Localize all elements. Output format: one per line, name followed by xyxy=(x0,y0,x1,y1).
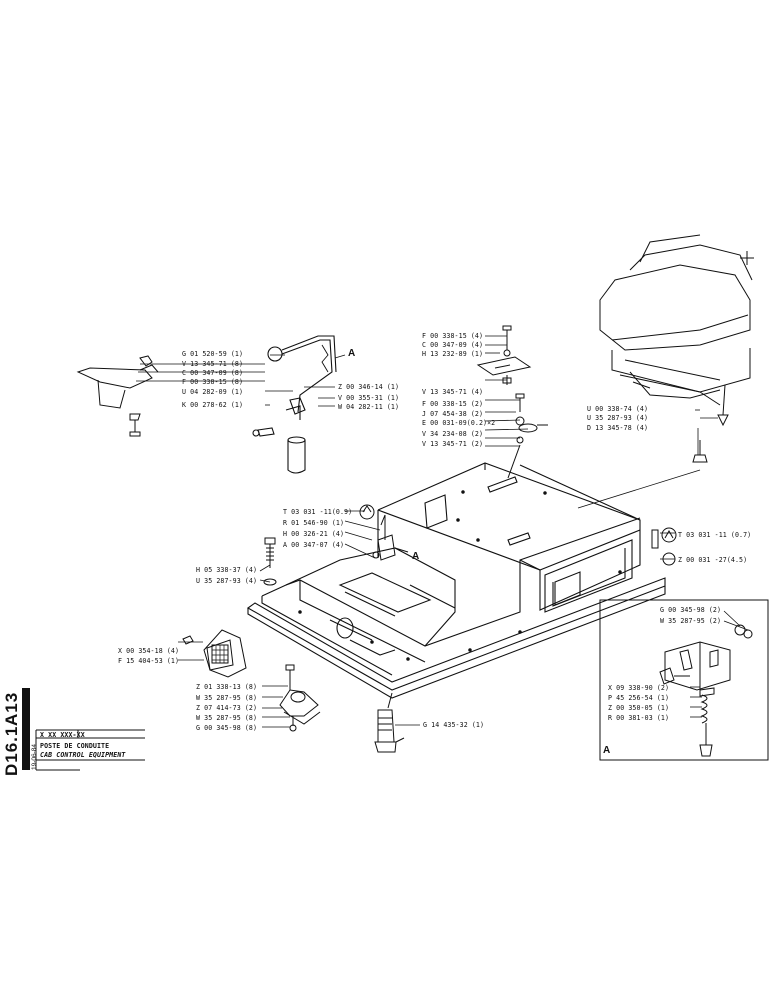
part-label: E 00 031-09(0.2)×2 xyxy=(422,419,496,427)
part-label: G 00 345-98 (8) xyxy=(196,724,258,732)
heater-unit xyxy=(178,629,247,678)
part-label: W 35 287-95 (2) xyxy=(660,617,722,625)
seat-leader xyxy=(577,469,701,509)
part-label: X 09 338-90 (2) xyxy=(608,684,670,692)
part-label: C 00 347-09 (8) xyxy=(182,369,244,377)
part-label: R 01 546-90 (1) xyxy=(283,519,345,527)
part-label: Z 07 414-73 (2) xyxy=(196,704,258,712)
part-label: W 04 282-11 (1) xyxy=(338,403,400,411)
hand-lever xyxy=(252,335,337,474)
part-label: Z 00 350-05 (1) xyxy=(608,704,670,712)
part-label: H 05 338-37 (4) xyxy=(196,566,258,574)
part-label: G 01 520-59 (1) xyxy=(182,350,244,358)
part-label: V 13 345-71 (4) xyxy=(422,388,484,396)
callout-a-lever: A xyxy=(348,348,356,359)
part-label: H 13 232-89 (1) xyxy=(422,350,484,358)
sheet-code-top: A13 xyxy=(2,691,21,726)
title-block-frame xyxy=(22,688,145,771)
sheet-code-bottom: D16.1 xyxy=(2,725,21,776)
part-label: F 00 338-15 (4) xyxy=(422,332,484,340)
part-label-plug: G 14 435-32 (1) xyxy=(423,721,485,729)
operator-seat xyxy=(599,234,753,427)
part-label: Z 00 346-14 (1) xyxy=(338,383,400,391)
floor-bracket xyxy=(359,504,409,561)
title-date: 19-06-84 xyxy=(31,743,38,770)
part-label: F 00 338-15 (2) xyxy=(422,400,484,408)
grommets xyxy=(651,527,677,566)
part-label: F 00 338-15 (8) xyxy=(182,378,244,386)
part-label: V 13 345-71 (8) xyxy=(182,360,244,368)
title-en: CAB CONTROL EQUIPMENT xyxy=(40,751,126,759)
rubber-mount xyxy=(262,664,321,732)
part-label: R 00 381-03 (1) xyxy=(608,714,670,722)
callout-a-bracket: A xyxy=(412,551,420,562)
cab-floor-platform xyxy=(246,462,666,699)
part-label: T 03 031 -11 (0.7) xyxy=(678,531,752,539)
electrical-plug xyxy=(374,692,420,753)
part-label: P 45 256-54 (1) xyxy=(608,694,670,702)
part-label: K 00 278-62 (1) xyxy=(182,401,244,409)
part-label: U 04 282-09 (1) xyxy=(182,388,244,396)
title-ref: X XX XXX-XX xyxy=(40,731,85,739)
detail-a-label: A xyxy=(603,745,611,756)
detail-a-box xyxy=(599,599,769,761)
part-label: W 35 287-95 (8) xyxy=(196,714,258,722)
part-label: A 00 347-07 (4) xyxy=(283,541,345,549)
part-label: V 34 234-08 (2) xyxy=(422,430,484,438)
part-label: U 35 287-93 (4) xyxy=(196,577,258,585)
part-label: V 00 355-31 (1) xyxy=(338,394,400,402)
small-bracket xyxy=(76,355,159,437)
title-fr: POSTE DE CONDUITE xyxy=(40,742,110,750)
part-label: T 03 031 -11(0.9) xyxy=(283,508,353,516)
part-label: U 00 338-74 (4) xyxy=(587,405,649,413)
part-label: U 35 287-93 (4) xyxy=(587,414,649,422)
part-label: J 07 454-38 (2) xyxy=(422,410,484,418)
bolt-washer xyxy=(263,537,277,586)
part-label: H 00 326-21 (4) xyxy=(283,530,345,538)
registration-mark xyxy=(740,251,754,265)
part-label: W 35 287-95 (8) xyxy=(196,694,258,702)
part-label: G 00 345-98 (2) xyxy=(660,606,722,614)
part-label: C 00 347-09 (4) xyxy=(422,341,484,349)
part-label: D 13 345-78 (4) xyxy=(587,424,649,432)
seat-nut xyxy=(692,440,708,463)
part-label: Z 01 338-13 (8) xyxy=(196,683,258,691)
part-label: X 00 354-18 (4) xyxy=(118,647,180,655)
part-label: V 13 345-71 (2) xyxy=(422,440,484,448)
center-plate xyxy=(476,325,548,479)
part-label: Z 00 031 -27(4.5) xyxy=(678,556,748,564)
part-label: F 15 404-53 (1) xyxy=(118,657,180,665)
